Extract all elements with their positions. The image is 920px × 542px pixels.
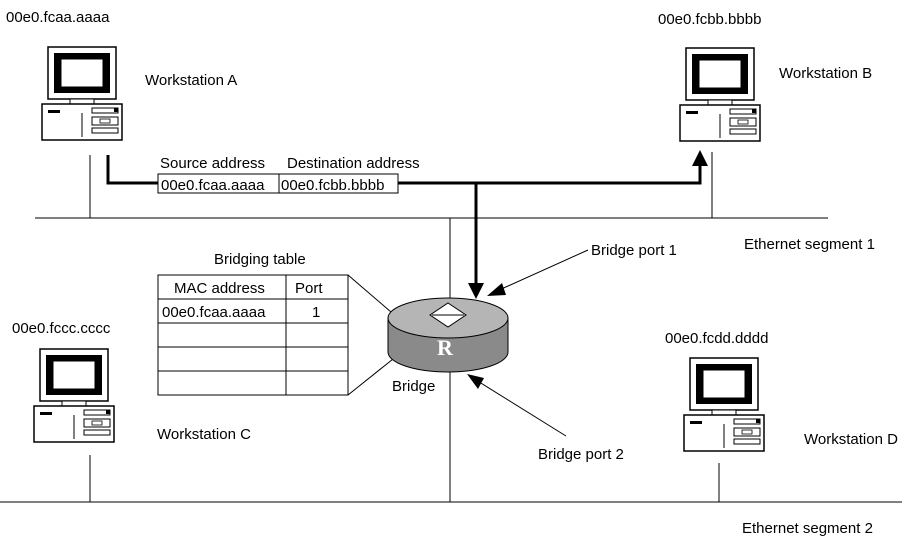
port2-pointer-line <box>475 379 567 437</box>
arrow-to-workstation-b <box>692 150 708 166</box>
bridging-table-title: Bridging table <box>214 251 306 268</box>
workstation-a-mac: 00e0.fcaa.aaaa <box>6 9 110 26</box>
bridge-label: Bridge <box>392 378 435 395</box>
workstation-a-icon <box>41 46 123 141</box>
source-address-value: 00e0.fcaa.aaaa <box>161 177 265 194</box>
table-row-1-port: 1 <box>312 304 320 321</box>
destination-address-cell <box>278 173 399 194</box>
workstation-c-mac: 00e0.fccc.cccc <box>12 320 111 337</box>
port1-pointer-head <box>487 283 506 296</box>
workstation-d-label: Workstation D <box>804 431 898 448</box>
port1-pointer-line <box>496 249 589 292</box>
ethernet-segment-2-label: Ethernet segment 2 <box>742 520 873 537</box>
workstation-d-mac: 00e0.fcdd.dddd <box>665 330 768 347</box>
table-header-mac: MAC address <box>174 280 265 297</box>
bridge-port-1-label: Bridge port 1 <box>591 242 677 259</box>
frame-path-to-b <box>398 160 702 185</box>
workstation-b-icon <box>679 47 761 142</box>
workstation-b-mac: 00e0.fcbb.bbbb <box>658 11 761 28</box>
bridging-table <box>157 274 349 396</box>
frame-path-from-a <box>106 155 158 185</box>
table-row-1-mac: 00e0.fcaa.aaaa <box>162 304 266 321</box>
table-header-port: Port <box>295 280 323 297</box>
destination-address-label: Destination address <box>287 155 420 172</box>
workstation-b-label: Workstation B <box>779 65 872 82</box>
table-connector-top <box>347 274 399 319</box>
destination-address-value: 00e0.fcbb.bbbb <box>281 177 384 194</box>
bridge-emblem: R <box>437 335 454 360</box>
workstation-d-icon <box>683 357 765 452</box>
ethernet-segment-1-label: Ethernet segment 1 <box>744 236 875 253</box>
arrow-to-bridge <box>468 283 484 299</box>
bridge-port-2-label: Bridge port 2 <box>538 446 624 463</box>
port2-pointer-head <box>467 374 484 389</box>
table-connector-bottom <box>347 354 399 396</box>
workstation-a-label: Workstation A <box>145 72 237 89</box>
bridge-device-icon: R <box>387 297 509 373</box>
workstation-c-icon <box>33 348 115 443</box>
source-address-label: Source address <box>160 155 265 172</box>
workstation-c-label: Workstation C <box>157 426 251 443</box>
